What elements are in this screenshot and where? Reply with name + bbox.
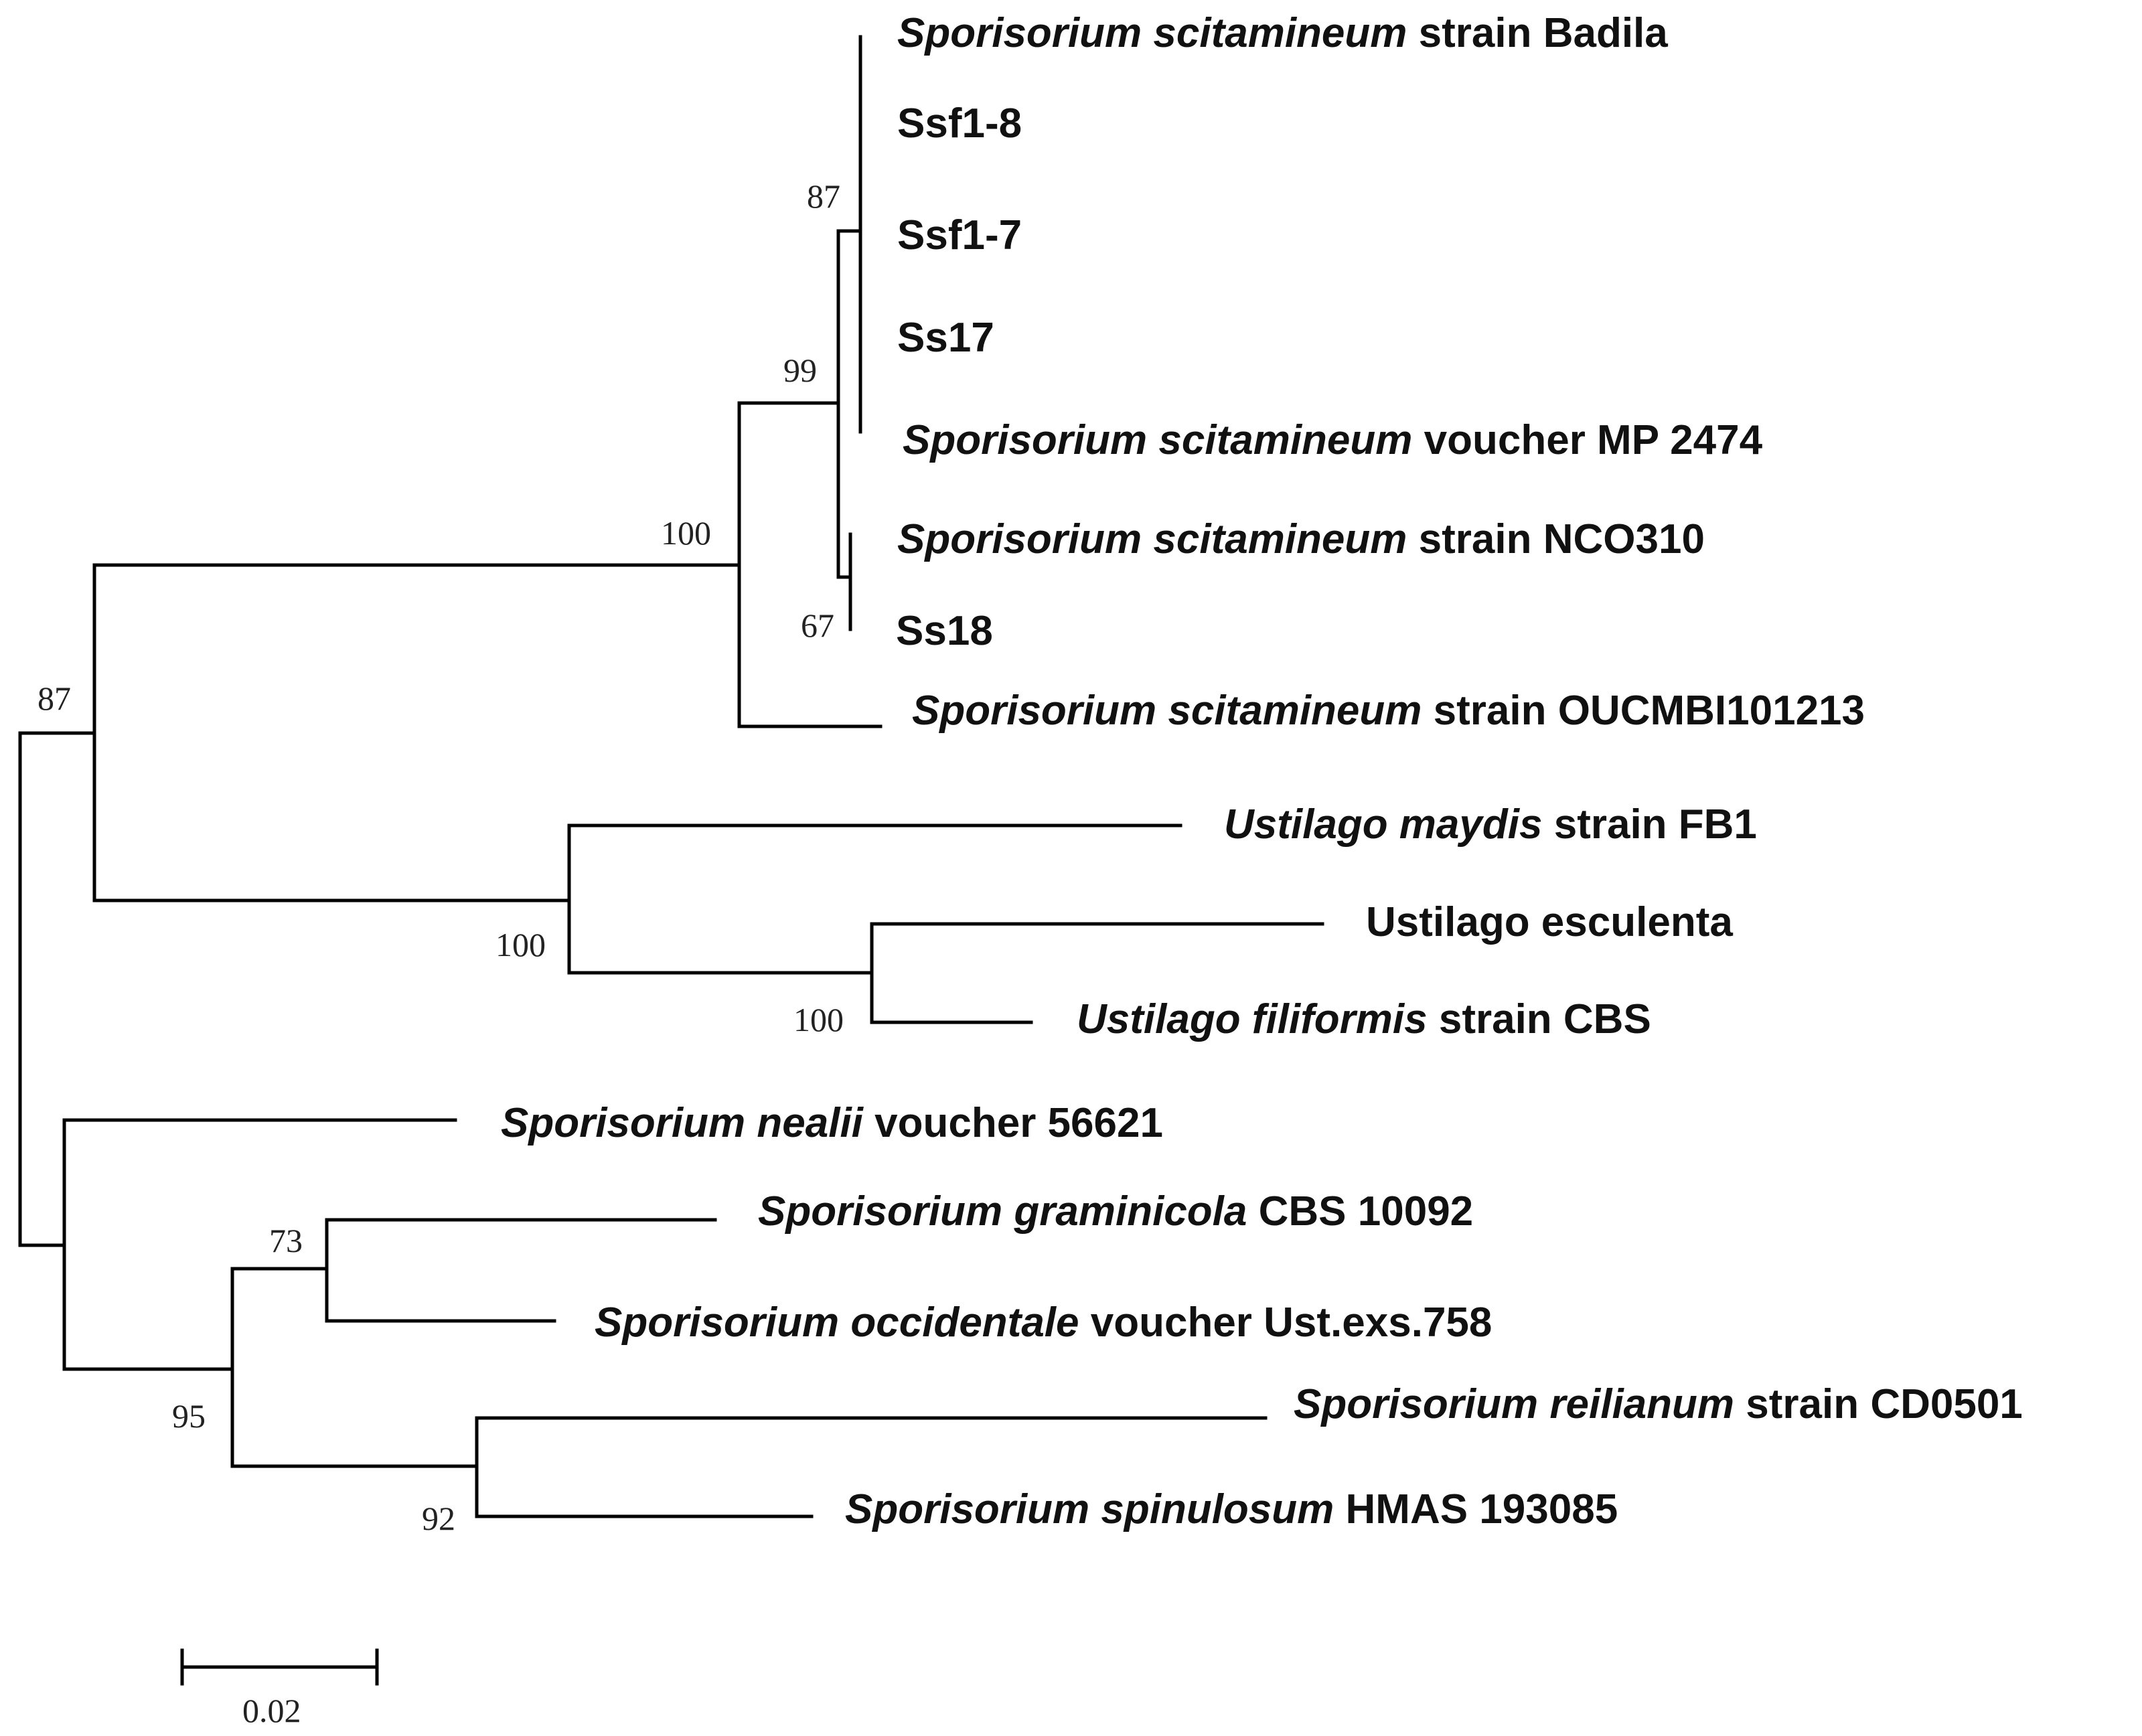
bootstrap-value: 100 bbox=[661, 514, 711, 552]
taxon-label: Sporisorium scitamineum voucher MP 2474 bbox=[903, 417, 1763, 463]
taxon-label: Ss17 bbox=[897, 315, 994, 361]
bootstrap-value: 92 bbox=[422, 1500, 455, 1537]
bootstrap-value: 99 bbox=[783, 351, 817, 389]
taxon-label: Sporisorium scitamineum strain NCO310 bbox=[897, 516, 1705, 562]
taxon-labels: Sporisorium scitamineum strain Badila Ss… bbox=[501, 10, 2023, 1532]
taxon-label: Ustilago filiformis strain CBS bbox=[1077, 996, 1651, 1042]
taxon-label: Sporisorium scitamineum strain Badila bbox=[897, 10, 1668, 56]
bootstrap-value: 87 bbox=[807, 177, 840, 215]
taxon-label: Sporisorium spinulosum HMAS 193085 bbox=[845, 1486, 1618, 1532]
bootstrap-value: 73 bbox=[269, 1222, 303, 1259]
bootstrap-value: 95 bbox=[172, 1397, 206, 1435]
bootstrap-value: 100 bbox=[793, 1001, 844, 1038]
taxon-label: Ssf1-8 bbox=[897, 100, 1022, 147]
tree-branches bbox=[18, 35, 1324, 1518]
bootstrap-value: 87 bbox=[37, 680, 71, 717]
taxon-label: Sporisorium graminicola CBS 10092 bbox=[758, 1188, 1473, 1235]
taxon-label: Sporisorium occidentale voucher Ust.exs.… bbox=[595, 1299, 1492, 1346]
taxon-label: Sporisorium reilianum strain CD0501 bbox=[1294, 1381, 2023, 1427]
bootstrap-value: 100 bbox=[495, 926, 546, 963]
scale-bar: 0.02 bbox=[180, 1648, 379, 1729]
scale-bar-label: 0.02 bbox=[242, 1692, 301, 1729]
taxon-label: Ss18 bbox=[896, 608, 993, 654]
taxon-label: Sporisorium nealii voucher 56621 bbox=[501, 1100, 1163, 1146]
taxon-label: Ssf1-7 bbox=[897, 212, 1022, 258]
bootstrap-values: 87 99 100 67 87 100 100 73 95 92 bbox=[37, 177, 844, 1537]
taxon-label: Ustilago maydis strain FB1 bbox=[1224, 801, 1757, 848]
taxon-label: Sporisorium scitamineum strain OUCMBI101… bbox=[912, 688, 1865, 734]
taxon-label: Ustilago esculenta bbox=[1366, 899, 1733, 945]
bootstrap-value: 67 bbox=[801, 607, 834, 644]
